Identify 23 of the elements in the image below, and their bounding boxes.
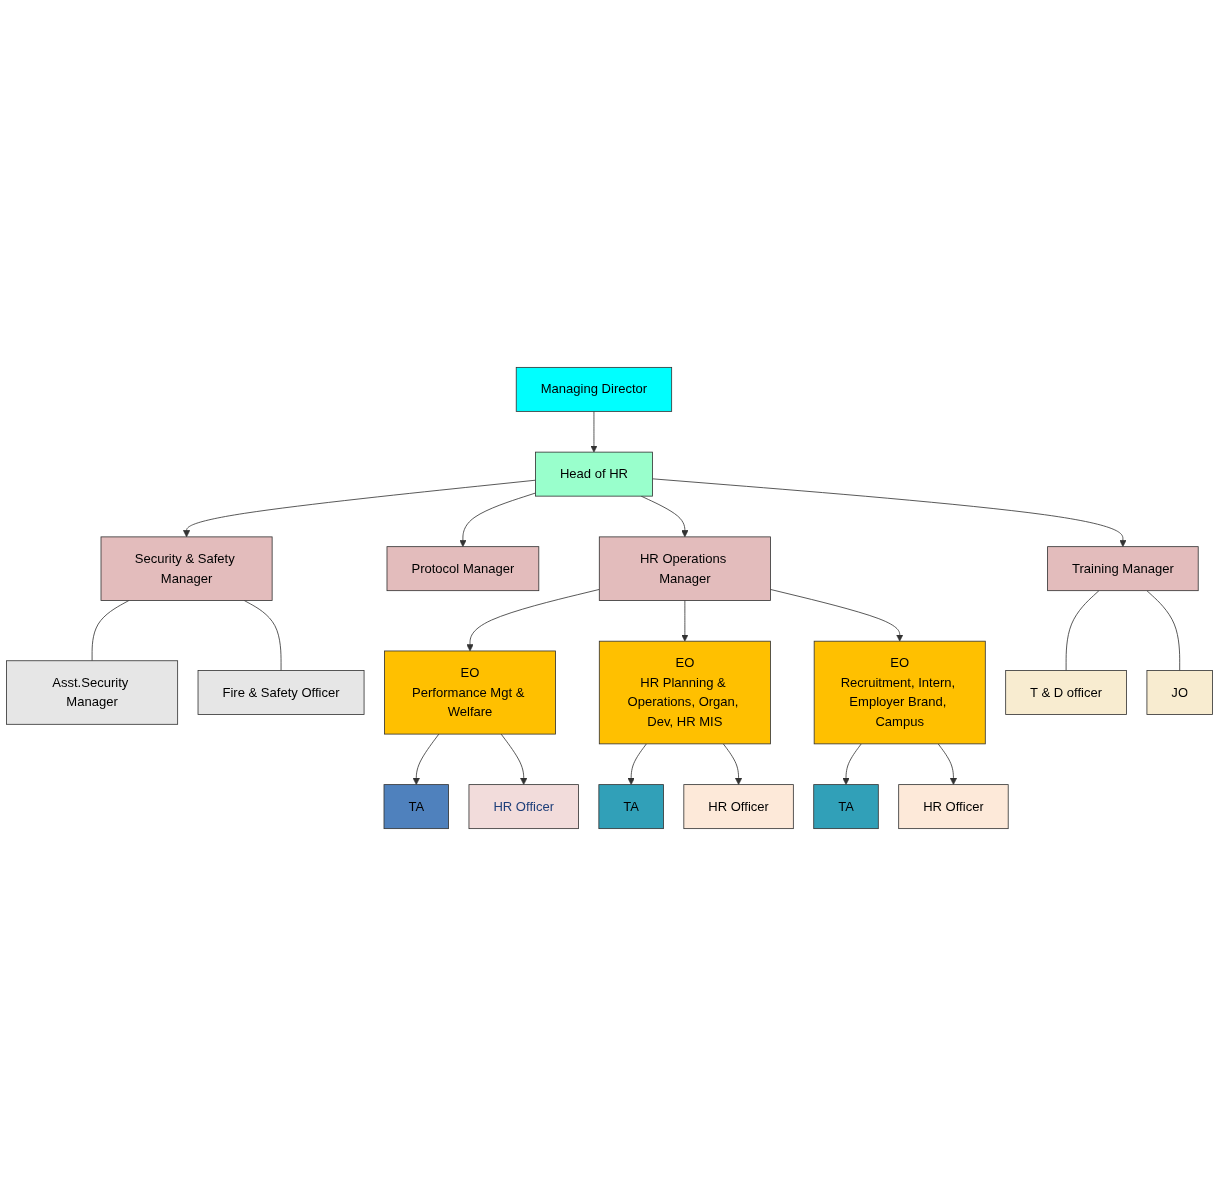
node-box: Security & Safety Manager — [100, 536, 273, 601]
node-box: EO HR Planning & Operations, Organ, Dev, HR MIS — [598, 640, 771, 745]
node-box: TA — [598, 784, 664, 830]
connector — [1146, 590, 1181, 671]
node-box: EO Performance Mgt & Welfare — [384, 650, 556, 735]
node-box: HR Operations Manager — [598, 536, 771, 601]
node-box: Fire & Safety Officer — [197, 670, 365, 715]
node-box: Asst.Security Manager — [6, 660, 179, 725]
node-box: HR Officer — [898, 784, 1009, 830]
node-box: HR Officer — [683, 784, 794, 830]
node-box: EO Recruitment, Intern, Employer Brand, Campus — [813, 640, 986, 745]
node-box: Managing Director — [515, 366, 673, 412]
connector — [91, 600, 130, 662]
node-box: TA — [813, 784, 879, 830]
node-box: Training Manager — [1047, 546, 1199, 592]
node-box: Head of HR — [535, 451, 653, 497]
node-box: TA — [383, 784, 449, 830]
node-box: T & D officer — [1005, 670, 1127, 715]
node-box: JO — [1146, 670, 1213, 715]
connector — [243, 600, 282, 671]
connector — [1065, 590, 1100, 671]
node-box: Protocol Manager — [386, 546, 540, 592]
node-box: HR Officer — [468, 784, 579, 830]
